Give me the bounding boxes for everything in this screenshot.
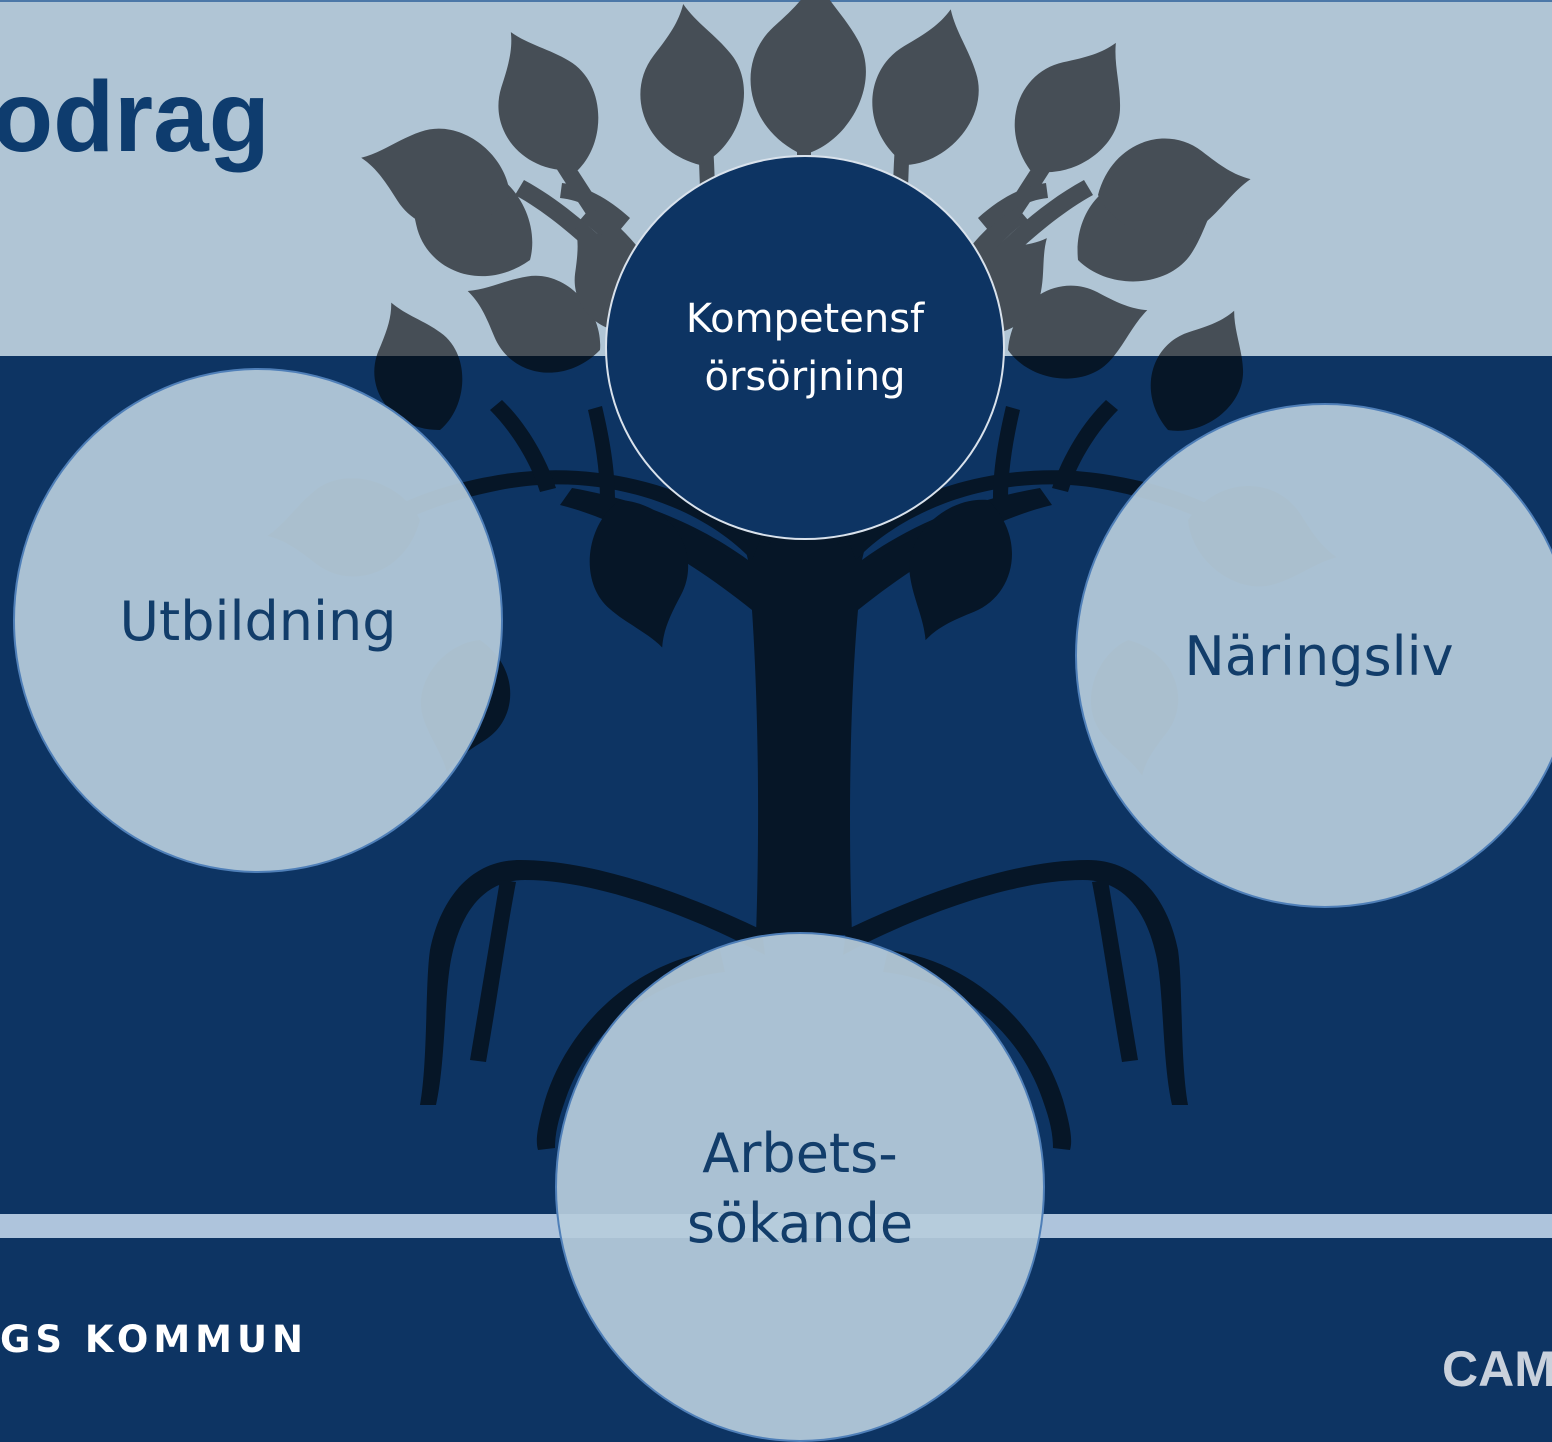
- circle-kompetensforsorjning: Kompetensf örsörjning: [605, 155, 1005, 540]
- circle-arbetssokande-label: Arbets- sökande: [687, 1119, 913, 1259]
- circle-bottom-line2: sökande: [686, 1192, 914, 1255]
- footer-logo-text: CAM: [1442, 1341, 1552, 1397]
- circle-naringsliv-label: Näringsliv: [1184, 625, 1454, 688]
- circle-center-line2: örsörjning: [704, 353, 906, 400]
- circle-utbildning-label: Utbildning: [119, 590, 397, 653]
- circle-bottom-line1: Arbets-: [702, 1122, 898, 1185]
- circle-center-line1: Kompetensf: [685, 295, 925, 342]
- circle-naringsliv: Näringsliv: [1075, 403, 1552, 908]
- circle-utbildning: Utbildning: [13, 368, 503, 873]
- circle-kompetensforsorjning-label: Kompetensf örsörjning: [686, 290, 924, 406]
- slide-title: odrag: [0, 61, 270, 173]
- footer-municipality-text: GS KOMMUN: [0, 1318, 309, 1361]
- circle-arbetssokande: Arbets- sökande: [555, 932, 1045, 1442]
